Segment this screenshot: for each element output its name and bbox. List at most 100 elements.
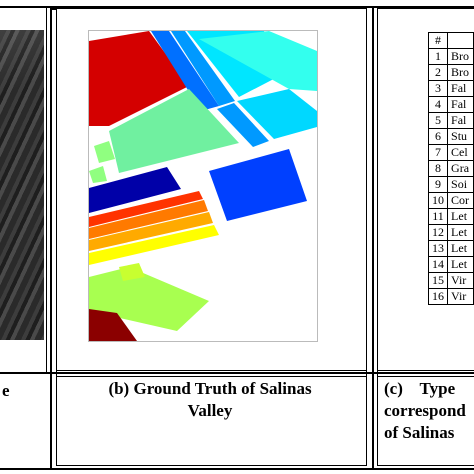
caption-c-line-1: (c) Type bbox=[384, 379, 456, 398]
class-number-cell: 6 bbox=[428, 128, 449, 145]
class-name-cell: Let bbox=[447, 208, 474, 225]
region-stripe-yellow bbox=[89, 225, 219, 265]
region-cyan-strip-2 bbox=[199, 31, 317, 91]
class-number-cell: 11 bbox=[428, 208, 449, 225]
caption-panel-c: (c) Type correspond of Salinas bbox=[384, 378, 474, 444]
region-green-small bbox=[94, 141, 115, 163]
class-name-cell: Bro bbox=[447, 64, 474, 81]
region-red-top bbox=[89, 31, 189, 126]
caption-c-inner-left bbox=[377, 374, 378, 466]
panel-b-inner-bottom bbox=[56, 370, 367, 371]
region-darkred-corner bbox=[89, 309, 137, 341]
bottom-border bbox=[0, 468, 474, 470]
panel-c-inner-bottom bbox=[377, 370, 474, 371]
class-name-cell: Gra bbox=[447, 160, 474, 177]
class-number-cell: 5 bbox=[428, 112, 449, 129]
region-green-small-2 bbox=[89, 166, 107, 183]
class-name-cell: Fal bbox=[447, 96, 474, 113]
caption-panel-b: (b) Ground Truth of Salinas Valley bbox=[60, 378, 360, 422]
class-name-cell: Let bbox=[447, 224, 474, 241]
panel-b-inner-right bbox=[366, 8, 367, 372]
region-stripe-orange-red bbox=[89, 191, 203, 227]
panel-a-inner-right bbox=[46, 8, 47, 372]
region-mint-field bbox=[109, 89, 239, 173]
class-name-cell: Vir bbox=[447, 288, 474, 305]
caption-b-inner-bottom bbox=[56, 465, 367, 466]
panel-c-inner-top bbox=[377, 8, 474, 9]
class-number-cell: 14 bbox=[428, 256, 449, 273]
class-number-cell: 9 bbox=[428, 176, 449, 193]
class-number-cell: 16 bbox=[428, 288, 449, 305]
caption-divider-a-b bbox=[50, 374, 52, 468]
caption-divider-b-c bbox=[372, 374, 374, 468]
top-border bbox=[0, 6, 474, 8]
caption-c-line-3: of Salinas bbox=[384, 423, 455, 442]
class-name-cell: Cor bbox=[447, 192, 474, 209]
panel-b-inner-left bbox=[56, 8, 57, 372]
region-blue-field bbox=[209, 149, 307, 221]
class-name-cell: Let bbox=[447, 256, 474, 273]
class-name-cell: Fal bbox=[447, 112, 474, 129]
region-yellowgreen-field bbox=[89, 267, 209, 331]
caption-panel-a: e bbox=[2, 380, 42, 402]
region-stripe-amber bbox=[89, 212, 213, 251]
class-number-cell: 2 bbox=[428, 64, 449, 81]
caption-c-inner-bottom bbox=[377, 465, 474, 466]
class-number-cell: 4 bbox=[428, 96, 449, 113]
caption-b-inner-right bbox=[366, 374, 367, 466]
panel-b-inner-top bbox=[56, 8, 367, 9]
inner-corner-b bbox=[52, 8, 56, 10]
caption-b-line-2: Valley bbox=[187, 401, 233, 420]
panel-a-image bbox=[0, 30, 44, 340]
caption-divider bbox=[0, 372, 474, 374]
class-name-cell: Let bbox=[447, 240, 474, 257]
region-blue-strip-1 bbox=[151, 31, 219, 111]
region-sky-strip-2 bbox=[217, 103, 269, 147]
class-name-cell: Fal bbox=[447, 80, 474, 97]
divider-a-b bbox=[50, 6, 52, 470]
class-number-cell: 1 bbox=[428, 48, 449, 65]
class-number-cell: 3 bbox=[428, 80, 449, 97]
table-header-num: # bbox=[428, 32, 449, 49]
class-number-cell: 12 bbox=[428, 224, 449, 241]
panel-c-inner-left bbox=[377, 8, 378, 372]
region-lightgreen-bottom bbox=[119, 263, 145, 281]
class-name-cell: Vir bbox=[447, 272, 474, 289]
region-stripe-orange bbox=[89, 200, 208, 239]
class-number-cell: 15 bbox=[428, 272, 449, 289]
class-name-cell: Stu bbox=[447, 128, 474, 145]
ground-truth-map bbox=[88, 30, 318, 342]
caption-c-inner-top bbox=[377, 376, 474, 377]
class-name-cell: Cel bbox=[447, 144, 474, 161]
table-header-row: # bbox=[428, 32, 474, 49]
caption-a-line-1: e bbox=[2, 381, 10, 400]
divider-b-c bbox=[372, 6, 374, 470]
class-name-cell: Bro bbox=[447, 48, 474, 65]
region-navy-field bbox=[89, 167, 181, 213]
caption-b-inner-top bbox=[56, 376, 367, 377]
ground-truth-svg bbox=[89, 31, 317, 341]
class-number-cell: 7 bbox=[428, 144, 449, 161]
region-sky-strip-1 bbox=[171, 31, 235, 106]
table-header-name bbox=[447, 32, 474, 49]
caption-b-inner-left bbox=[56, 374, 57, 466]
